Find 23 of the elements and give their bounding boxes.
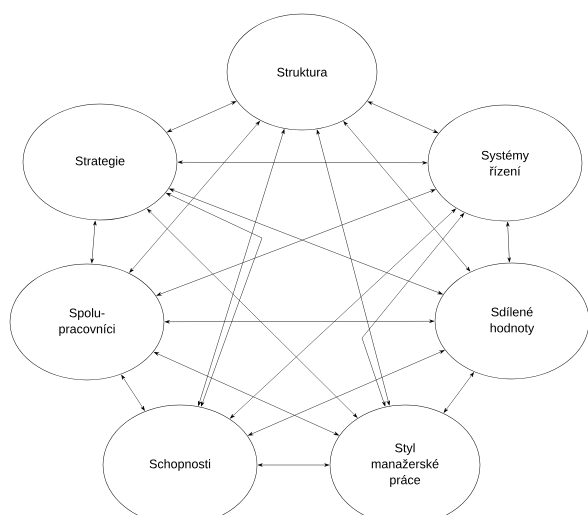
arrow [178,160,428,165]
ellipse-node: Systémy řízení [428,104,582,222]
arrow [368,101,438,134]
arrow [90,220,97,264]
arrow [343,121,470,272]
arrow [121,374,145,411]
arrow [129,120,260,273]
arrow [198,129,285,406]
arrow [316,130,390,406]
arrow [154,352,339,436]
arrow [248,350,445,436]
ellipse-node: Strategie [22,104,178,220]
arrow [230,208,456,419]
arrow [258,463,330,467]
ellipse-node: Struktura [226,14,378,130]
arrow [444,372,474,413]
arrow [164,319,434,324]
arrow [506,222,511,262]
arrow [362,212,464,406]
arrow [166,101,236,132]
ellipse-node: Spolu- pracovníci [10,264,164,380]
arrow [147,208,358,418]
arrow [166,192,262,407]
